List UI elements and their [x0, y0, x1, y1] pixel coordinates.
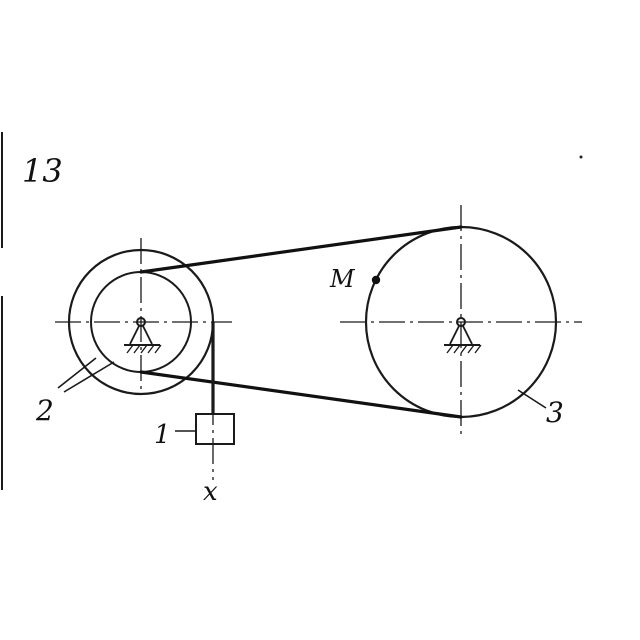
belt-lower-strand: [139, 370, 463, 419]
belt-upper-strand: [139, 225, 463, 274]
stray-dot: [579, 155, 583, 159]
label-load: 1: [154, 420, 171, 450]
pulley-3-pivot-support: [444, 317, 482, 354]
label-2-leader-inner: [63, 361, 115, 393]
load-1-block: [195, 413, 235, 445]
label-2-leader-outer: [57, 357, 97, 389]
label-pulley-3: 3: [546, 396, 564, 429]
label-axis: x: [203, 477, 218, 507]
label-3-leader: [517, 389, 547, 409]
load-1: [175, 413, 235, 445]
label-pulley-2: 2: [35, 394, 54, 427]
point-m-marker: [371, 275, 381, 285]
problem-number: 13: [22, 152, 63, 190]
label-point: M: [329, 265, 356, 293]
pulley-2-pivot-support: [124, 317, 162, 354]
